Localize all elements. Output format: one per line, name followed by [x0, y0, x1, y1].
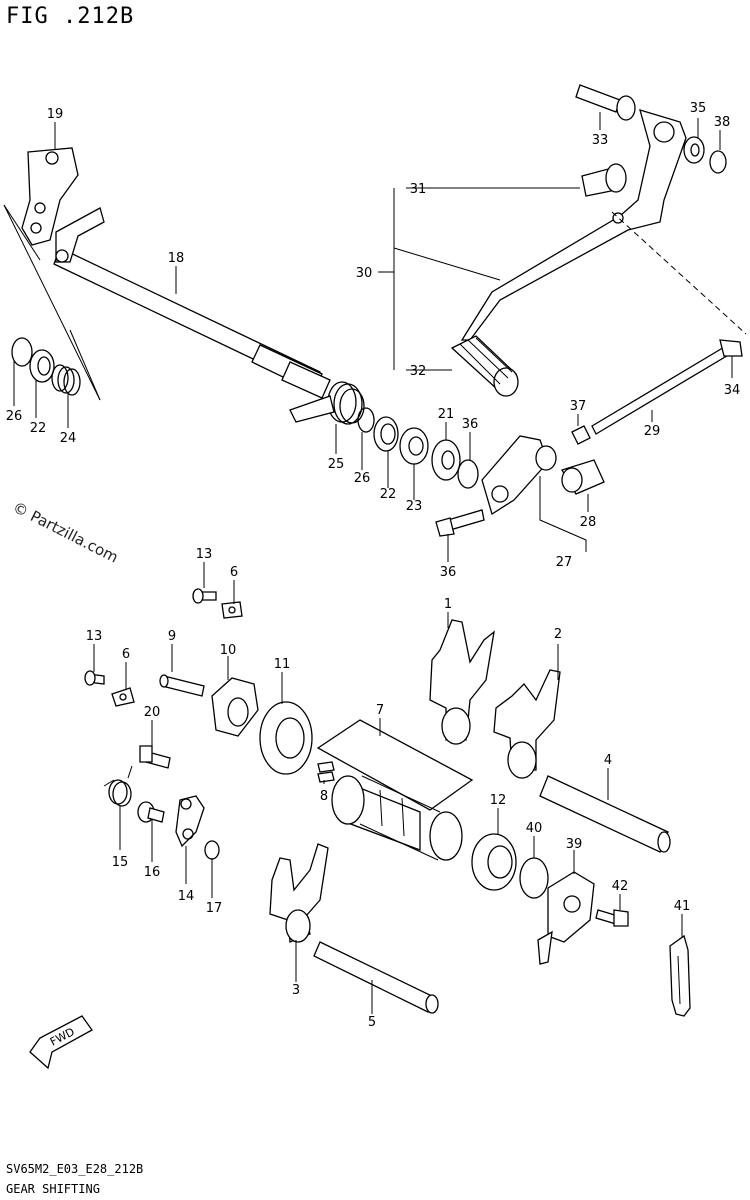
- callout-35: 35: [690, 101, 707, 116]
- shift-shaft-arm-19[interactable]: [21, 147, 79, 246]
- callout-18: 18: [168, 251, 185, 266]
- diagram-code: SV65M2_E03_E28_212B: [6, 1162, 144, 1176]
- bolt-31[interactable]: [581, 163, 627, 197]
- bolt-16[interactable]: [137, 801, 165, 823]
- callout-40: 40: [526, 821, 543, 836]
- callout-29: 29: [644, 424, 661, 439]
- bearing-11[interactable]: [259, 701, 313, 775]
- callout-37: 37: [570, 399, 587, 414]
- callout-5: 5: [368, 1015, 376, 1030]
- cam-plate-10[interactable]: [211, 677, 259, 737]
- shift-fork-3[interactable]: [269, 843, 329, 943]
- callout-26a: 26: [6, 409, 23, 424]
- screw-13b[interactable]: [84, 670, 105, 686]
- shift-fork-1[interactable]: [429, 619, 495, 745]
- callout-36a: 36: [462, 417, 479, 432]
- callout-24: 24: [60, 431, 77, 446]
- stopper-6b[interactable]: [111, 687, 135, 707]
- spring-15[interactable]: [103, 765, 133, 807]
- callout-36b: 36: [440, 565, 457, 580]
- shift-cam-7[interactable]: [316, 719, 474, 861]
- rubber-boot-28[interactable]: [561, 459, 605, 495]
- callout-12: 12: [490, 793, 507, 808]
- callout-25: 25: [328, 457, 345, 472]
- callout-8: 8: [320, 789, 328, 804]
- shift-link-27[interactable]: [481, 435, 557, 516]
- callout-1: 1: [444, 597, 452, 612]
- callout-16: 16: [144, 865, 161, 880]
- washer-17[interactable]: [204, 840, 220, 860]
- oil-seal-23[interactable]: [399, 427, 429, 465]
- callout-23: 23: [406, 499, 423, 514]
- circlip-26a[interactable]: [11, 337, 33, 367]
- callout-27: 27: [556, 555, 573, 570]
- figure-title: FIG .212B: [6, 4, 135, 29]
- callout-14: 14: [178, 889, 195, 904]
- callout-9: 9: [168, 629, 176, 644]
- callout-13b: 13: [86, 629, 103, 644]
- callout-6b: 6: [122, 647, 130, 662]
- clamp-41[interactable]: [669, 934, 691, 1017]
- pin-8[interactable]: [317, 761, 335, 783]
- callout-13a: 13: [196, 547, 213, 562]
- return-spring-25[interactable]: [289, 381, 365, 425]
- screw-13a[interactable]: [192, 588, 217, 604]
- callout-6a: 6: [230, 565, 238, 580]
- fwd-arrow-icon: FWD: [29, 1015, 93, 1070]
- callout-26b: 26: [354, 471, 371, 486]
- callout-17: 17: [206, 901, 223, 916]
- bearing-12[interactable]: [471, 833, 517, 891]
- callout-20: 20: [144, 705, 161, 720]
- callout-11: 11: [274, 657, 291, 672]
- circlip-36a[interactable]: [457, 459, 479, 489]
- shift-sensor-39[interactable]: [537, 871, 595, 965]
- callout-38: 38: [714, 115, 731, 130]
- circlip-38[interactable]: [709, 150, 727, 174]
- stopper-plate-14[interactable]: [175, 795, 205, 848]
- callout-3: 3: [292, 983, 300, 998]
- callout-22a: 22: [30, 421, 47, 436]
- washer-35[interactable]: [683, 136, 705, 164]
- callout-21: 21: [438, 407, 455, 422]
- callout-2: 2: [554, 627, 562, 642]
- circlip-26b[interactable]: [357, 407, 375, 433]
- washer-21[interactable]: [431, 439, 461, 481]
- bolt-20[interactable]: [139, 745, 171, 769]
- callout-22b: 22: [380, 487, 397, 502]
- callout-42: 42: [612, 879, 629, 894]
- washer-22a[interactable]: [29, 349, 55, 383]
- washer-22b[interactable]: [373, 416, 399, 452]
- callout-4: 4: [604, 753, 612, 768]
- bolt-42[interactable]: [595, 909, 629, 927]
- callout-10: 10: [220, 643, 237, 658]
- ring-40[interactable]: [519, 857, 549, 899]
- callout-19: 19: [47, 107, 64, 122]
- callout-33: 33: [592, 133, 609, 148]
- shift-fork-2[interactable]: [493, 669, 561, 779]
- gearshift-lever-30[interactable]: [460, 109, 687, 341]
- callout-30: 30: [356, 266, 373, 281]
- footrest-rubber-32[interactable]: [450, 335, 519, 397]
- callout-28: 28: [580, 515, 597, 530]
- callout-15: 15: [112, 855, 129, 870]
- diagram-name: GEAR SHIFTING: [6, 1182, 100, 1196]
- gearshift-shaft-18[interactable]: [53, 207, 331, 399]
- callout-32: 32: [410, 364, 427, 379]
- callout-34: 34: [724, 383, 741, 398]
- callout-31: 31: [410, 182, 427, 197]
- callout-39: 39: [566, 837, 583, 852]
- pin-9[interactable]: [159, 674, 205, 697]
- stopper-6a[interactable]: [221, 601, 243, 619]
- fork-shaft-4[interactable]: [539, 775, 671, 853]
- fork-shaft-5[interactable]: [313, 941, 439, 1014]
- callout-7: 7: [376, 703, 384, 718]
- nut-37[interactable]: [571, 425, 591, 445]
- bolt-36b[interactable]: [435, 509, 485, 537]
- spring-24[interactable]: [51, 364, 81, 396]
- bolt-33[interactable]: [575, 84, 636, 121]
- callout-41: 41: [674, 899, 691, 914]
- shift-rod-29[interactable]: [591, 339, 743, 435]
